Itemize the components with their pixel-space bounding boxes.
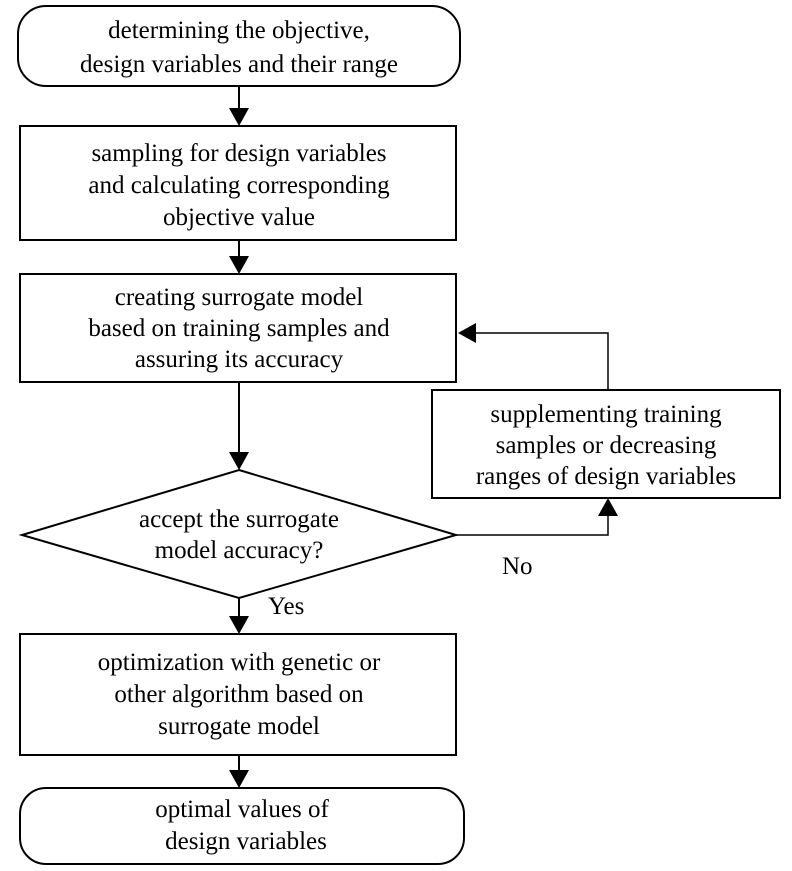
node-decision-shape [18, 468, 460, 600]
node-end-shape [19, 787, 465, 865]
node-supplement-line-2: samples or decreasing [496, 432, 717, 459]
node-supplement-line-3: ranges of design variables [476, 463, 736, 490]
arrowhead-optimization [229, 616, 249, 634]
node-surrogate-line-1: creating surrogate model [115, 284, 364, 311]
node-surrogate-shape [19, 273, 457, 383]
arrowhead-decision [229, 452, 249, 470]
arrowhead-surrogate [229, 256, 249, 274]
node-optimization: optimization with genetic or other algor… [19, 633, 457, 756]
edge-decision-to-supplement [456, 514, 609, 536]
node-optimization-line-3: surrogate model [158, 713, 320, 740]
node-sampling-line-3: objective value [163, 204, 315, 231]
arrowhead-loop-surrogate [458, 323, 476, 343]
node-optimization-line-1: optimization with genetic or [98, 649, 381, 676]
node-optimization-line-2: other algorithm based on [114, 681, 364, 708]
node-sampling-shape [19, 125, 457, 241]
node-decision-line-1: accept the surrogate [139, 506, 339, 533]
node-surrogate-line-2: based on training samples and [88, 315, 390, 342]
node-sampling-line-1: sampling for design variables [91, 140, 386, 167]
node-supplement-shape [431, 389, 781, 499]
edge-label-yes: Yes [268, 593, 304, 620]
node-surrogate: creating surrogate model based on traini… [19, 273, 457, 383]
node-sampling-line-2: and calculating corresponding [88, 172, 390, 199]
node-supplement: supplementing training samples or decrea… [431, 389, 781, 499]
node-optimization-shape [19, 633, 457, 756]
node-end: optimal values of design variables [19, 787, 465, 865]
node-surrogate-line-3: assuring its accuracy [135, 346, 344, 373]
arrowhead-supplement [598, 498, 618, 516]
node-start-line-1: determining the objective, [108, 17, 370, 44]
node-decision: accept the surrogate model accuracy? [18, 468, 460, 600]
edge-supplement-to-surrogate [474, 332, 609, 390]
node-decision-line-2: model accuracy? [155, 537, 324, 564]
arrowhead-sampling [229, 108, 249, 126]
node-end-line-2: design variables [165, 828, 327, 855]
arrowhead-end [229, 770, 249, 788]
node-start: determining the objective, design variab… [17, 5, 461, 87]
node-start-line-2: design variables and their range [80, 51, 398, 78]
node-supplement-line-1: supplementing training [490, 401, 722, 428]
node-end-line-1: optimal values of [155, 796, 329, 823]
edge-label-no: No [502, 553, 533, 580]
node-sampling: sampling for design variables and calcul… [19, 125, 457, 241]
node-start-shape [17, 5, 461, 87]
